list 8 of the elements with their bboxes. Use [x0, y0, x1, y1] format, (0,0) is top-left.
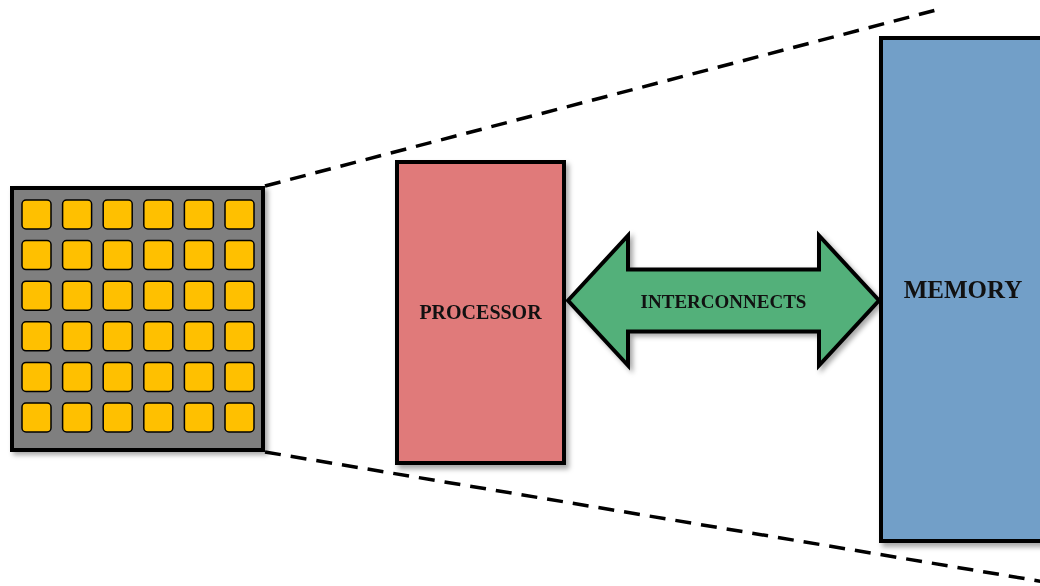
- block: [395, 160, 566, 465]
- dashed-line: [264, 450, 1040, 584]
- block: [879, 36, 1040, 543]
- edge-label: INTERCONNECTS: [640, 290, 807, 313]
- block-label: MEMORY: [903, 275, 1023, 304]
- block-label: PROCESSOR: [419, 301, 542, 324]
- chip-grid-drawing: [10, 186, 265, 452]
- double-arrow: [565, 230, 882, 371]
